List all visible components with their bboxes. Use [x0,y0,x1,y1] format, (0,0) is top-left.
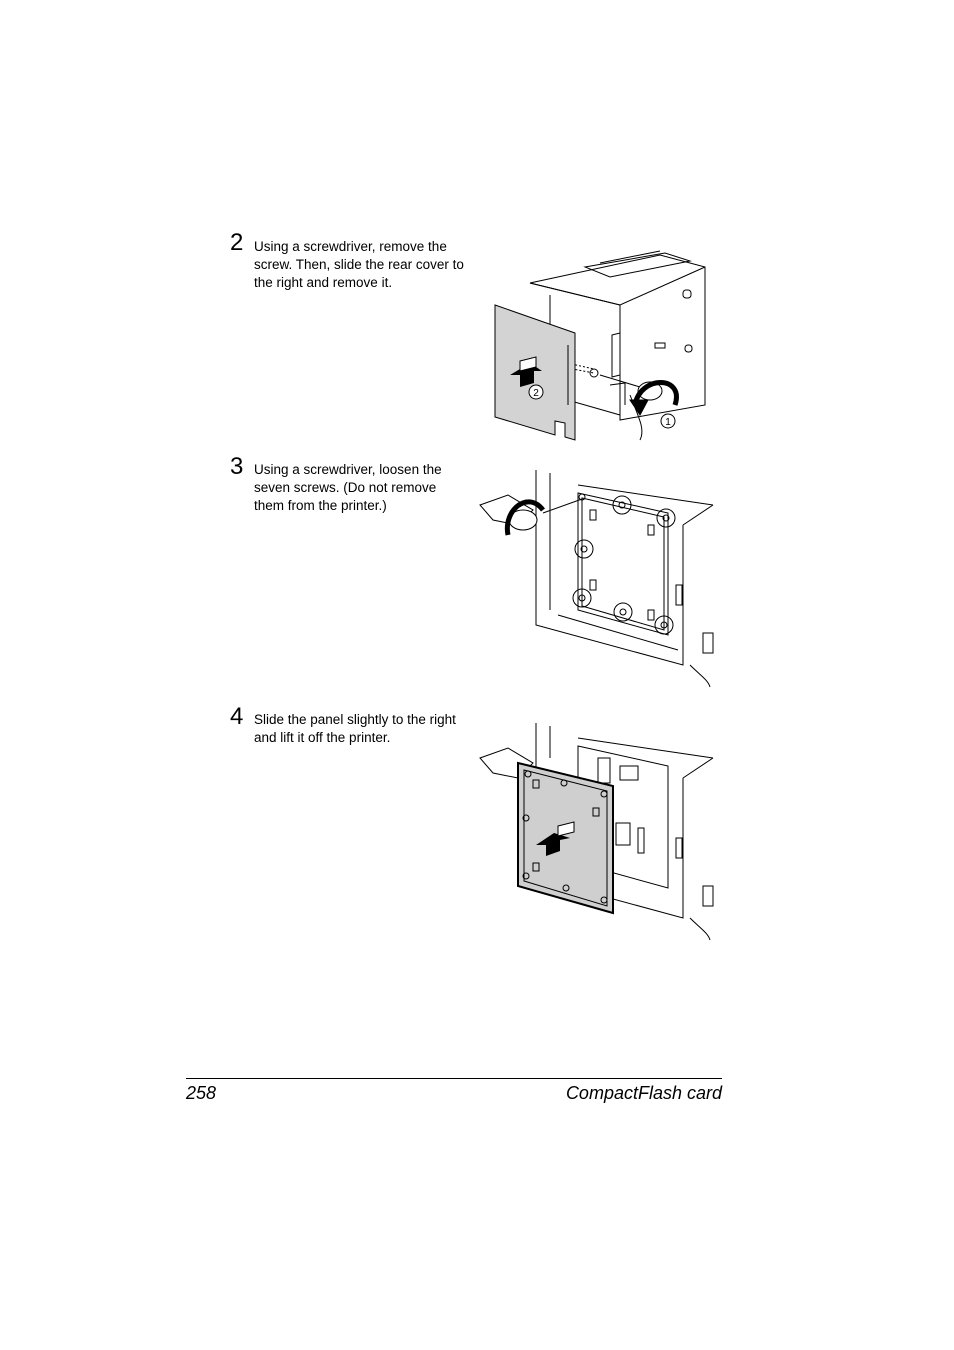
step-2-text: Using a screwdriver, remove the screw. T… [254,239,464,290]
figure-loosen-screws [479,470,714,688]
step-4-number: 4 [230,703,244,730]
step-4-text: Slide the panel slightly to the right an… [254,712,456,745]
footer-rule [186,1078,722,1079]
step-3-number: 3 [230,453,244,480]
callout-2-label: 2 [533,388,539,399]
step-3-text: Using a screwdriver, loosen the seven sc… [254,462,442,513]
step-2-number: 2 [230,229,244,256]
callout-1-label: 1 [665,417,671,428]
figure-remove-rear-cover: 2 1 [494,250,706,441]
footer-page-number: 258 [186,1083,217,1103]
figure-slide-panel [479,723,714,941]
footer-section-title: CompactFlash card [565,1083,722,1103]
